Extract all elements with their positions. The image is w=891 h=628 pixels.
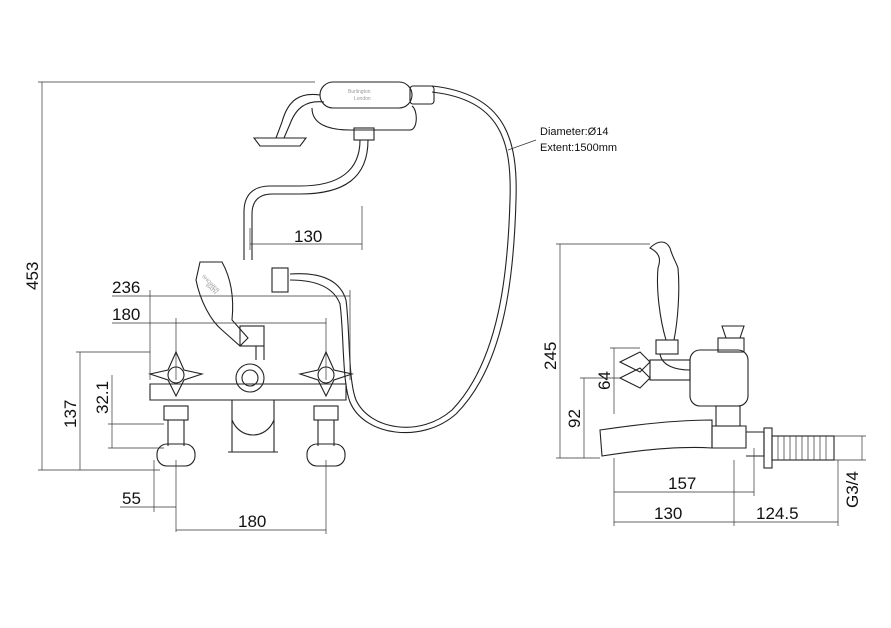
label-inlet-length: 124.5: [756, 504, 799, 523]
handset-sub: London: [354, 96, 371, 102]
hose-extent: Extent:1500mm: [540, 142, 617, 154]
left-handle: [147, 350, 205, 467]
dimension-outer-width: 236: [112, 278, 351, 380]
dimension-side-height: 245: [541, 243, 650, 459]
side-lever: [649, 241, 691, 371]
dimension-thread: G3/4: [834, 435, 866, 508]
diverter-lever: SHOWER BATH: [195, 261, 289, 360]
dimension-inlet-offset: 55: [120, 460, 177, 532]
label-side-height: 245: [541, 342, 560, 370]
hose-note: Diameter:Ø14 Extent:1500mm: [540, 126, 617, 154]
dimension-handle-spacing: 180: [112, 305, 327, 380]
dimension-handle-height: 64: [595, 347, 640, 414]
shower-handset: Burlington London: [252, 81, 435, 147]
dimension-projection: 157: [613, 448, 755, 526]
dimension-inlet-centres: 180: [176, 460, 327, 534]
label-outlet-height: 137: [61, 400, 80, 428]
front-view: 453 Burlington London 130: [23, 81, 617, 534]
label-inlet-spacing: 32.1: [93, 381, 112, 414]
side-view: 245 64 92 157 130 124.5: [541, 241, 866, 526]
dimension-spout-height: 92: [565, 377, 620, 458]
inlet-pipe: [763, 427, 835, 469]
label-projection: 157: [668, 474, 696, 493]
label-spout-height: 92: [565, 409, 584, 428]
dimension-spout-reach: 130 124.5: [614, 460, 839, 526]
label-inlet-centres: 180: [238, 512, 266, 531]
dimension-outlet-height: 137: [61, 351, 150, 470]
dimension-inlet-spacing: 32.1: [93, 375, 164, 449]
label-thread: G3/4: [843, 471, 862, 508]
side-body: [599, 325, 765, 457]
label-handle-height: 64: [595, 371, 614, 390]
label-shower-offset: 130: [294, 227, 322, 246]
shower-hose: [289, 85, 537, 434]
dimension-overall-height: 453: [23, 81, 315, 471]
label-handle-spacing: 180: [112, 305, 140, 324]
handset-brand: Burlington: [348, 89, 371, 95]
side-cross-handle: [618, 351, 691, 389]
label-outer-width: 236: [112, 278, 140, 297]
tap-body: [149, 363, 347, 453]
label-spout-reach: 130: [654, 504, 682, 523]
cradle-arm: 130: [243, 139, 369, 260]
label-inlet-offset: 55: [122, 489, 141, 508]
label-overall-height: 453: [23, 262, 42, 290]
hose-diameter: Diameter:Ø14: [540, 126, 608, 138]
